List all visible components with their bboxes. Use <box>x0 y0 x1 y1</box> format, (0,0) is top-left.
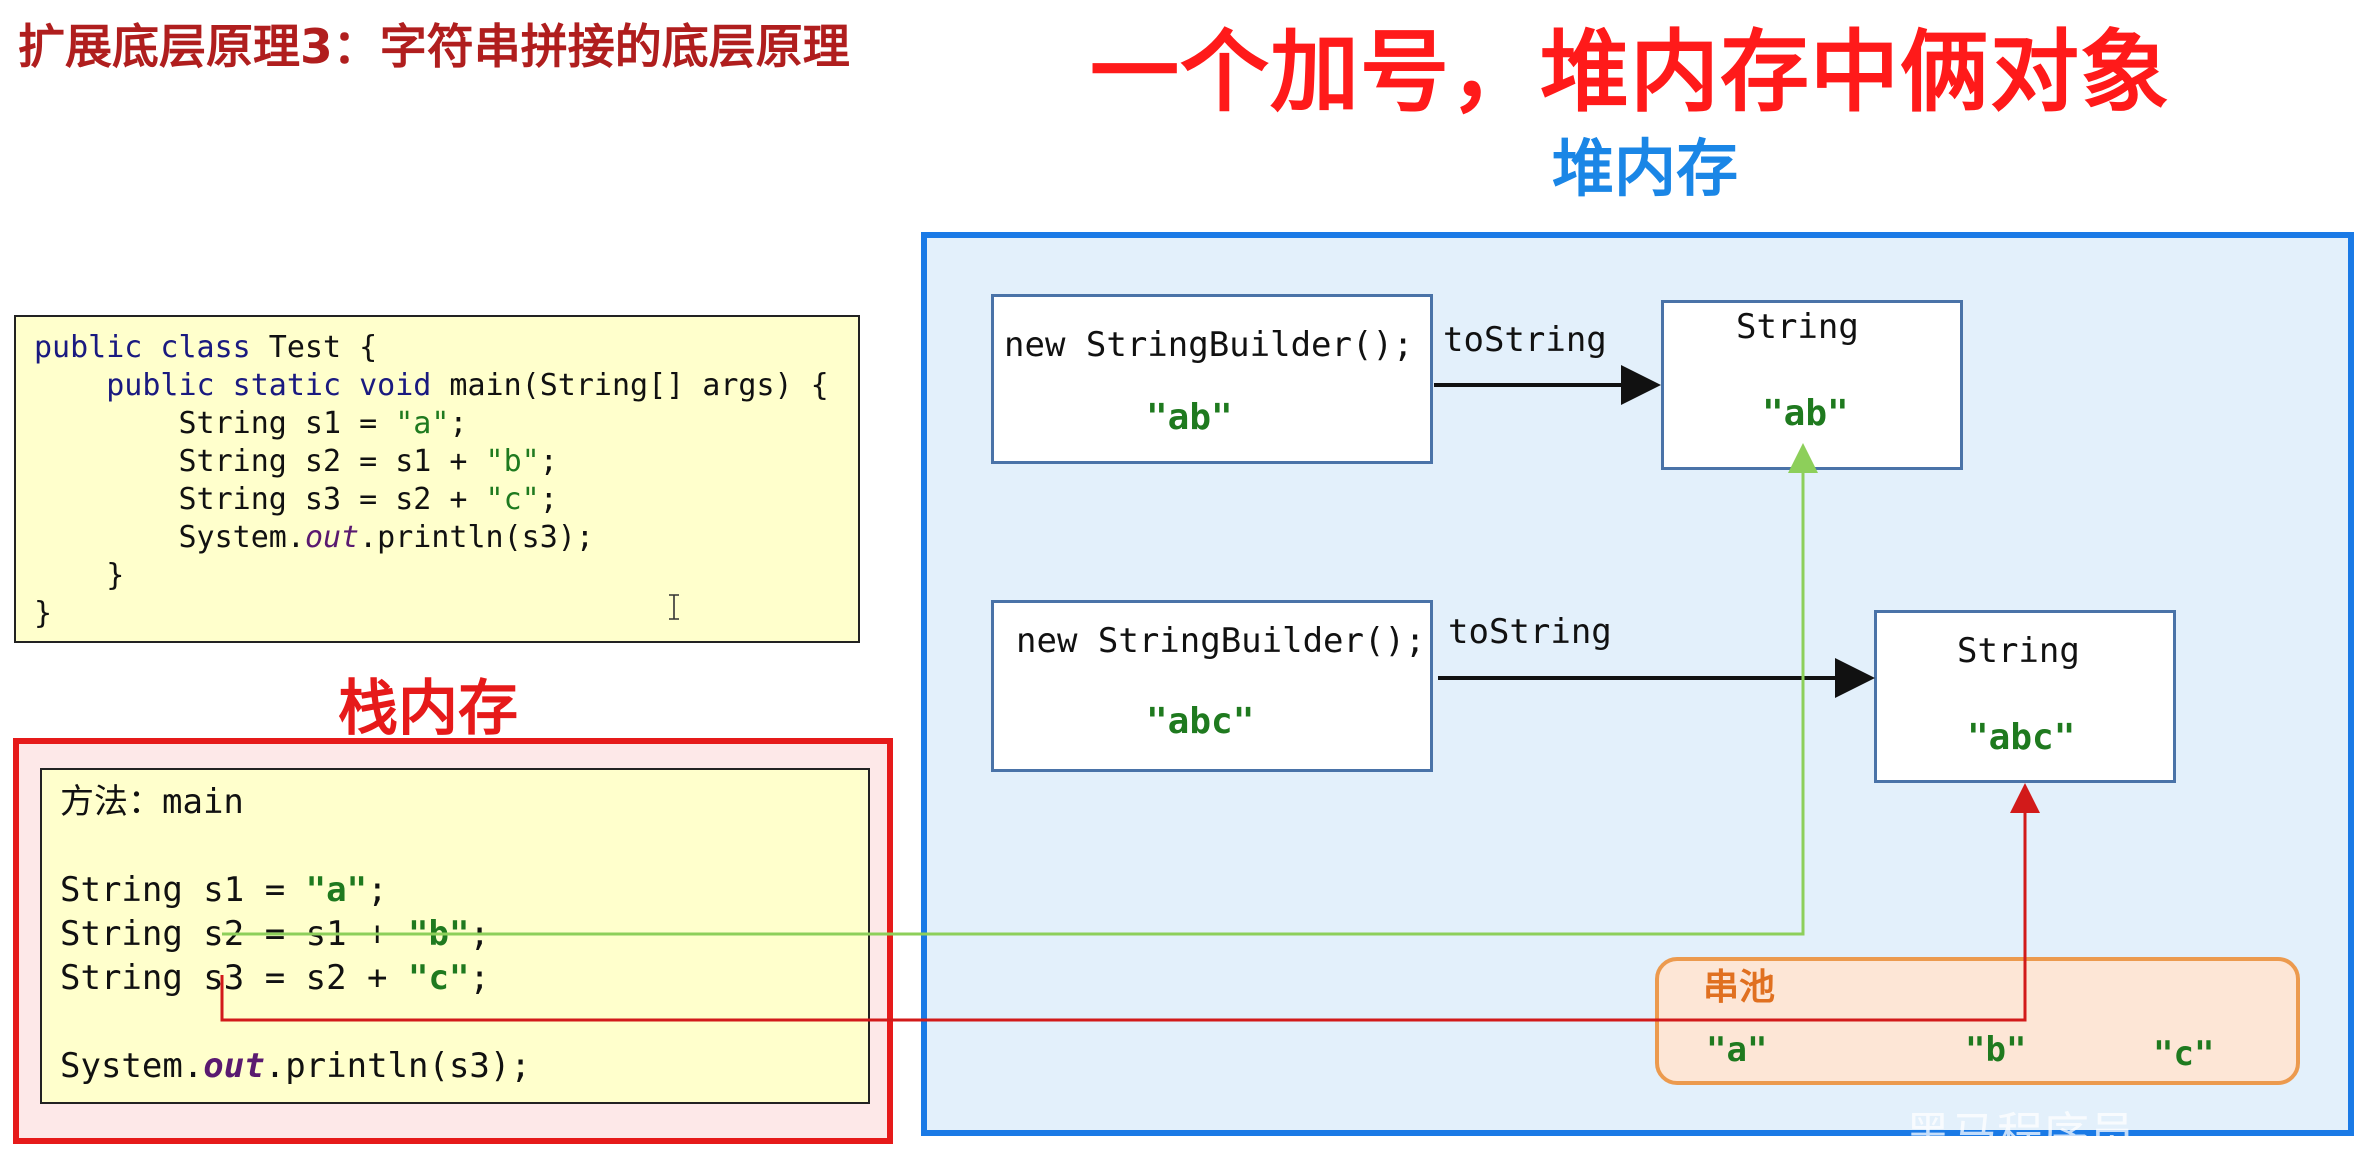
code-keyword: public class <box>34 330 251 365</box>
method-label: 方法：main <box>60 782 244 822</box>
code-text: System. <box>60 1046 204 1086</box>
tostring-label-1: toString <box>1443 320 1607 360</box>
stack-line-s3: String s3 = s2 + "c"; <box>60 956 868 1000</box>
stringbuilder-title: new StringBuilder(); <box>1016 621 1426 661</box>
watermark: 黑马程序员 <box>1905 1107 2135 1161</box>
code-text: String s1 = <box>34 406 396 441</box>
stack-method-frame: 方法：main String s1 = "a"; String s2 = s1 … <box>40 768 870 1104</box>
code-text: ; <box>469 958 490 998</box>
code-line-1: public class Test { <box>34 329 858 367</box>
heap-title: 堆内存 <box>1552 132 1739 205</box>
code-text: String s2 = s1 + <box>34 444 486 479</box>
code-text: String s1 = <box>60 870 306 910</box>
code-text: String s3 = s2 + <box>34 482 486 517</box>
stringbuilder-value: "ab" <box>1146 397 1233 438</box>
code-line-3: String s1 = "a"; <box>34 405 858 443</box>
code-text: Test { <box>250 330 378 365</box>
code-keyword: public static void <box>34 368 432 403</box>
stringbuilder-value: "abc" <box>1146 701 1255 742</box>
pool-value-c: "c" <box>2153 1034 2215 1074</box>
code-field: out <box>304 520 360 555</box>
code-text: ; <box>539 482 558 517</box>
code-line-6: System.out.println(s3); <box>34 519 858 557</box>
code-string: "c" <box>485 482 540 517</box>
slide-subtitle: 扩展底层原理3：字符串拼接的底层原理 <box>18 20 850 75</box>
stack-line-s1: String s1 = "a"; <box>60 868 868 912</box>
string-title: String <box>1957 631 2080 671</box>
stringbuilder-box-2: new StringBuilder(); "abc" <box>991 600 1433 772</box>
source-code-box: public class Test { public static void m… <box>14 315 860 643</box>
code-text: ; <box>539 444 558 479</box>
code-text: String s3 = s2 + <box>60 958 408 998</box>
code-text: .println(s3); <box>359 520 594 555</box>
stringbuilder-box-1: new StringBuilder(); "ab" <box>991 294 1433 464</box>
code-line-7: } <box>34 558 125 593</box>
stack-title: 栈内存 <box>338 674 518 744</box>
s3-reference-arrow <box>220 783 2040 1022</box>
code-line-2: public static void main(String[] args) { <box>34 367 858 405</box>
code-string: "a" <box>305 870 368 910</box>
code-line-4: String s2 = s1 + "b"; <box>34 443 858 481</box>
string-value: "abc" <box>1967 717 2076 758</box>
pool-value-a: "a" <box>1706 1030 1768 1070</box>
stack-line-print: System.out.println(s3); <box>60 1044 868 1088</box>
string-pool-label: 串池 <box>1703 967 1776 1008</box>
code-string: "a" <box>395 406 450 441</box>
s2-reference-arrow <box>222 443 1818 936</box>
code-text: main(String[] args) { <box>431 368 829 403</box>
code-text: ; <box>449 406 468 441</box>
pool-value-b: "b" <box>1965 1030 2027 1070</box>
code-text: System. <box>34 520 305 555</box>
code-line-8: } <box>34 596 53 631</box>
stringbuilder-title: new StringBuilder(); <box>1004 325 1414 365</box>
code-field: out <box>203 1046 265 1086</box>
code-string: "c" <box>408 958 470 998</box>
code-string: "b" <box>485 444 540 479</box>
string-title: String <box>1736 307 1859 347</box>
code-text: .println(s3); <box>264 1046 531 1086</box>
string-value: "ab" <box>1762 393 1849 434</box>
code-line-5: String s3 = s2 + "c"; <box>34 481 858 519</box>
code-text: ; <box>367 870 388 910</box>
tostring-label-2: toString <box>1448 612 1612 652</box>
string-box-2: String "abc" <box>1874 610 2176 783</box>
text-cursor-icon <box>667 594 681 627</box>
slide-headline: 一个加号，堆内存中俩对象 <box>1090 20 2170 124</box>
